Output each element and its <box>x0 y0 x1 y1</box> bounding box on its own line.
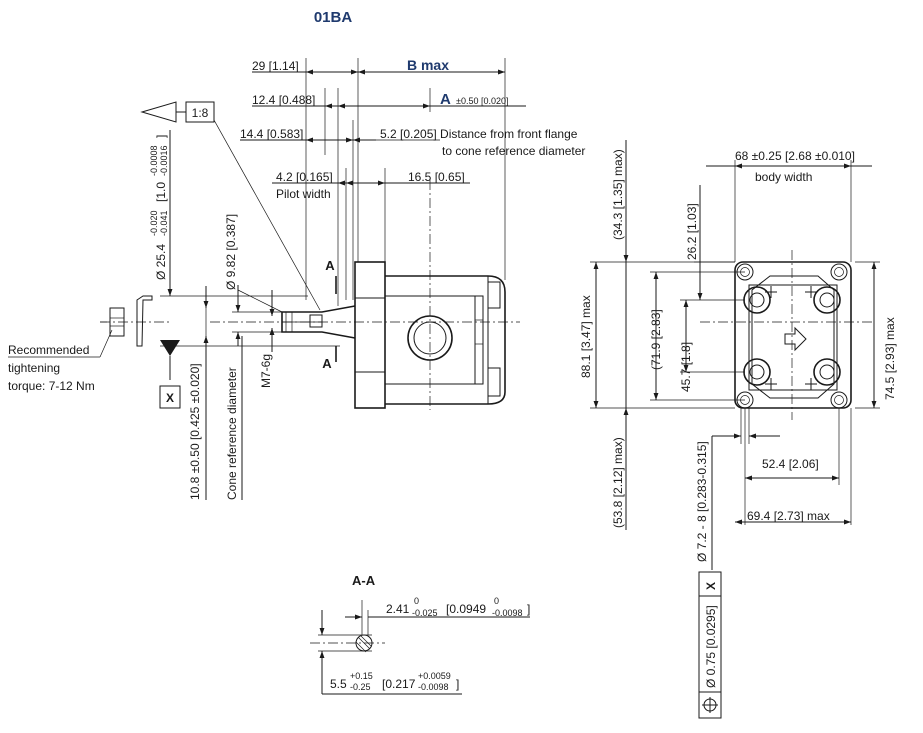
dim-29: 29 [1.14] <box>252 59 299 73</box>
torque-line3: torque: 7-12 Nm <box>8 379 95 393</box>
dim-5-5: 5.5 <box>330 677 347 691</box>
dim-2-41-lo: -0.025 <box>412 608 438 618</box>
torque-line2: tightening <box>8 361 60 375</box>
dim-25-4-tol-lo: -0.041 <box>159 210 169 236</box>
dim-2-41-close: ] <box>527 602 530 616</box>
dim-25-4-inch: [1.0 <box>154 182 168 202</box>
dim-16-5: 16.5 [0.65] <box>408 170 465 184</box>
dim-5-5-up: +0.15 <box>350 671 373 681</box>
body-width-label: body width <box>755 170 812 184</box>
drawing-title: 01BA <box>314 9 353 26</box>
pilot-width-label: Pilot width <box>276 187 331 201</box>
front-view <box>700 250 875 420</box>
dim-5-5-inch: [0.217 <box>382 677 416 691</box>
dim-45-7: 45.7 [1.8] <box>679 342 693 392</box>
dim-9-82: Ø 9.82 [0.387] <box>224 214 238 290</box>
dim-a-tolerance: ±0.50 [0.020] <box>456 96 508 106</box>
dim-88-1: 88.1 [3.47] max <box>579 295 593 378</box>
taper-callout: 1:8 <box>140 101 321 311</box>
dim-b-max: B max <box>407 57 449 73</box>
dim-7-2: Ø 7.2 - 8 [0.283-0.315] <box>695 441 709 562</box>
section-aa-title: A-A <box>352 573 376 588</box>
dim-25-4-inch-tol-lo: -0.0016 <box>159 145 169 176</box>
section-aa: A-A 2.41 0 -0.025 [0.0949 0 -0.0098 ] 5.… <box>310 573 530 695</box>
dim-12-4: 12.4 [0.488] <box>252 93 315 107</box>
dim-2-41-up: 0 <box>414 596 419 606</box>
position-tolerance-frame <box>698 571 722 719</box>
thread-m7: M7-6g <box>259 354 273 388</box>
flow-arrow-icon <box>784 326 807 352</box>
nut-washer <box>100 295 170 347</box>
dim-26-2: 26.2 [1.03] <box>685 203 699 260</box>
dim-5-5-lo: -0.25 <box>350 682 371 692</box>
dim-68: 68 ±0.25 [2.68 ±0.010] <box>735 149 855 163</box>
bolt-br <box>813 358 841 386</box>
bolt-bl <box>743 358 771 386</box>
dim-5-2-line2: to cone reference diameter <box>442 144 585 158</box>
cone-ref-diameter: Cone reference diameter <box>225 367 239 500</box>
flange-outline <box>734 261 852 409</box>
dim-25-4-inch-tol-up: -0.0008 <box>149 145 159 176</box>
dim-52-4: 52.4 [2.06] <box>762 457 819 471</box>
side-view: A A <box>210 180 520 410</box>
torque-note: Recommended tightening torque: 7-12 Nm <box>8 329 113 393</box>
dim-25-4-tol-up: -0.020 <box>149 210 159 236</box>
left-vertical-dimensions: X Ø 25.4 -0.020 -0.041 [1.0 -0.0008 -0.0… <box>149 130 340 500</box>
dim-25-4: Ø 25.4 <box>154 244 168 280</box>
bolt-tl <box>743 286 771 314</box>
dim-5-2: 5.2 [0.205] Distance from front flange <box>380 127 578 141</box>
dim-74-5: 74.5 [2.93] max <box>883 317 897 400</box>
torque-line1: Recommended <box>8 343 89 357</box>
position-tolerance-value: Ø 0.75 [0.0295] <box>704 605 718 688</box>
dim-2-41-inch-lo: -0.0098 <box>492 608 523 618</box>
dim-25-4-close: ] <box>154 135 168 138</box>
section-mark-bottom: A <box>322 356 332 371</box>
dim-10-8: 10.8 ±0.50 [0.425 ±0.020] <box>188 363 202 500</box>
dim-14-4: 14.4 [0.583] <box>240 127 303 141</box>
dim-4-2: 4.2 [0.165] <box>276 170 333 184</box>
dim-34-3: (34.3 [1.35] max) <box>611 149 625 240</box>
dim-5-5-inch-up: +0.0059 <box>418 671 451 681</box>
section-mark-top: A <box>325 258 335 273</box>
pump-body <box>385 275 506 405</box>
shaft-key <box>309 314 323 328</box>
dim-5-5-close: ] <box>456 677 459 691</box>
dim-53-8: (53.8 [2.12] max) <box>611 437 625 528</box>
taper-ratio: 1:8 <box>192 106 209 120</box>
datum-x: X <box>166 391 174 405</box>
bolt-tr <box>813 286 841 314</box>
position-datum: X <box>704 582 718 590</box>
dim-2-41-inch: [0.0949 <box>446 602 486 616</box>
dim-69-4: 69.4 [2.73] max <box>747 509 830 523</box>
body-outline <box>748 284 838 391</box>
dim-5-5-inch-lo: -0.0098 <box>418 682 449 692</box>
top-dimensions: 29 [1.14] B max 12.4 [0.488] A ±0.50 [0.… <box>240 57 585 306</box>
dim-2-41-inch-up: 0 <box>494 596 499 606</box>
dim-a-label: A <box>440 91 451 108</box>
dim-71-9: (71.9 [2.83] <box>649 309 663 370</box>
front-dimensions: 68 ±0.25 [2.68 ±0.010] body width 74.5 [… <box>579 140 897 719</box>
front-flange <box>354 261 386 409</box>
svg-text:Ø 25.4: Ø 25.4 <box>154 244 168 280</box>
dim-2-41: 2.41 <box>386 602 410 616</box>
